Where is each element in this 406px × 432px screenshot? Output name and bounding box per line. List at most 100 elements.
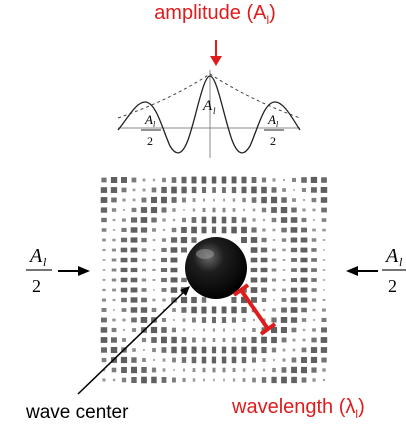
wave-dot (143, 349, 145, 351)
wave-dot (141, 278, 147, 282)
svg-text:l: l (153, 120, 156, 129)
wave-dot (300, 297, 308, 303)
wave-dot (112, 378, 116, 382)
wave-dot (111, 278, 117, 282)
svg-text:l: l (213, 106, 216, 116)
wavelength-close: ) (358, 396, 365, 418)
wave-dot (251, 177, 257, 183)
wave-dot (132, 188, 136, 192)
wave-dot (101, 228, 107, 232)
wave-dot (102, 269, 106, 271)
wave-dot (163, 309, 165, 311)
wave-dot (251, 346, 257, 354)
wave-dot (232, 198, 236, 202)
wave-dot (221, 176, 227, 184)
wave-dot (130, 287, 138, 293)
wave-dot (172, 357, 176, 363)
wave-dot (262, 368, 266, 372)
wave-dot (320, 337, 328, 343)
wave-dot (323, 289, 325, 291)
wave-dot (160, 268, 168, 272)
wave-dot (171, 346, 177, 354)
wave-dot (271, 196, 278, 204)
wave-dot (212, 367, 216, 373)
wave-dot (131, 207, 137, 213)
amplitude-subscript: l (266, 13, 270, 27)
wave-dot (170, 247, 178, 253)
wave-dot (212, 338, 216, 342)
wave-dot (181, 176, 187, 184)
wave-dot (131, 177, 137, 183)
wave-dot (192, 378, 196, 382)
wave-dot (242, 368, 246, 372)
wave-dot (141, 288, 147, 292)
wave-dot (100, 197, 108, 203)
wave-dot (231, 297, 237, 303)
wave-dot (221, 226, 227, 234)
wave-dot (320, 197, 328, 203)
wave-dot (271, 376, 277, 384)
wave-dot (121, 308, 127, 312)
dimension-bar-icon (232, 283, 277, 336)
wave-dot (131, 366, 137, 374)
wave-dot (141, 376, 147, 384)
wave-dot (310, 176, 318, 183)
wave-dot (261, 347, 267, 354)
wave-dot (250, 277, 258, 283)
wave-dot (191, 356, 197, 364)
wave-dot (271, 268, 277, 272)
wave-dot (142, 268, 146, 272)
wave-dot (191, 176, 197, 184)
wave-dot (241, 357, 247, 364)
wave-dot (291, 258, 297, 262)
wave-dot (181, 227, 187, 233)
wavelength-label: wavelength (λl) (232, 396, 365, 421)
wave-dot (302, 338, 306, 342)
wave-dot (171, 186, 177, 194)
wave-dot (203, 198, 206, 202)
wave-dot (112, 288, 116, 292)
wave-dot (171, 227, 177, 233)
wave-dot (192, 198, 196, 202)
wave-dot (130, 307, 138, 313)
wave-dot (201, 226, 207, 234)
wave-dot (281, 337, 287, 343)
wave-dot (213, 378, 215, 382)
svg-text:l: l (276, 120, 279, 129)
wave-dot (290, 307, 298, 313)
wave-dot (292, 198, 296, 202)
wave-dot (271, 187, 277, 193)
wave-dot (272, 228, 276, 232)
wave-dot (101, 317, 107, 323)
wave-dot (252, 328, 256, 332)
wave-dot (162, 368, 166, 372)
wave-dot (242, 197, 246, 203)
wave-dot (310, 347, 318, 353)
wave-dot (271, 317, 277, 323)
wave-dot (292, 348, 296, 352)
wave-dot (121, 297, 127, 303)
wave-dot (231, 226, 237, 234)
wave-dot (252, 377, 256, 383)
wave-dot (181, 277, 187, 283)
wave-dot (152, 258, 156, 261)
wave-dot (182, 377, 186, 382)
wave-dot (111, 268, 117, 272)
wave-dot (250, 247, 258, 253)
wave-dot (272, 288, 276, 292)
wave-dot (221, 306, 227, 314)
wave-dot (121, 237, 128, 243)
wave-dot (171, 336, 177, 344)
wave-dot (223, 378, 225, 382)
wave-dot (221, 346, 227, 354)
wave-dot (281, 376, 287, 384)
wave-dot (131, 357, 137, 363)
wave-dot (232, 378, 236, 382)
wave-dot (202, 367, 206, 373)
wave-dot (282, 259, 286, 261)
wave-dot (242, 317, 246, 322)
wave-dot (171, 177, 177, 183)
wave-dot (321, 327, 327, 333)
wave-dot (251, 336, 257, 344)
wave-dot (151, 367, 157, 373)
